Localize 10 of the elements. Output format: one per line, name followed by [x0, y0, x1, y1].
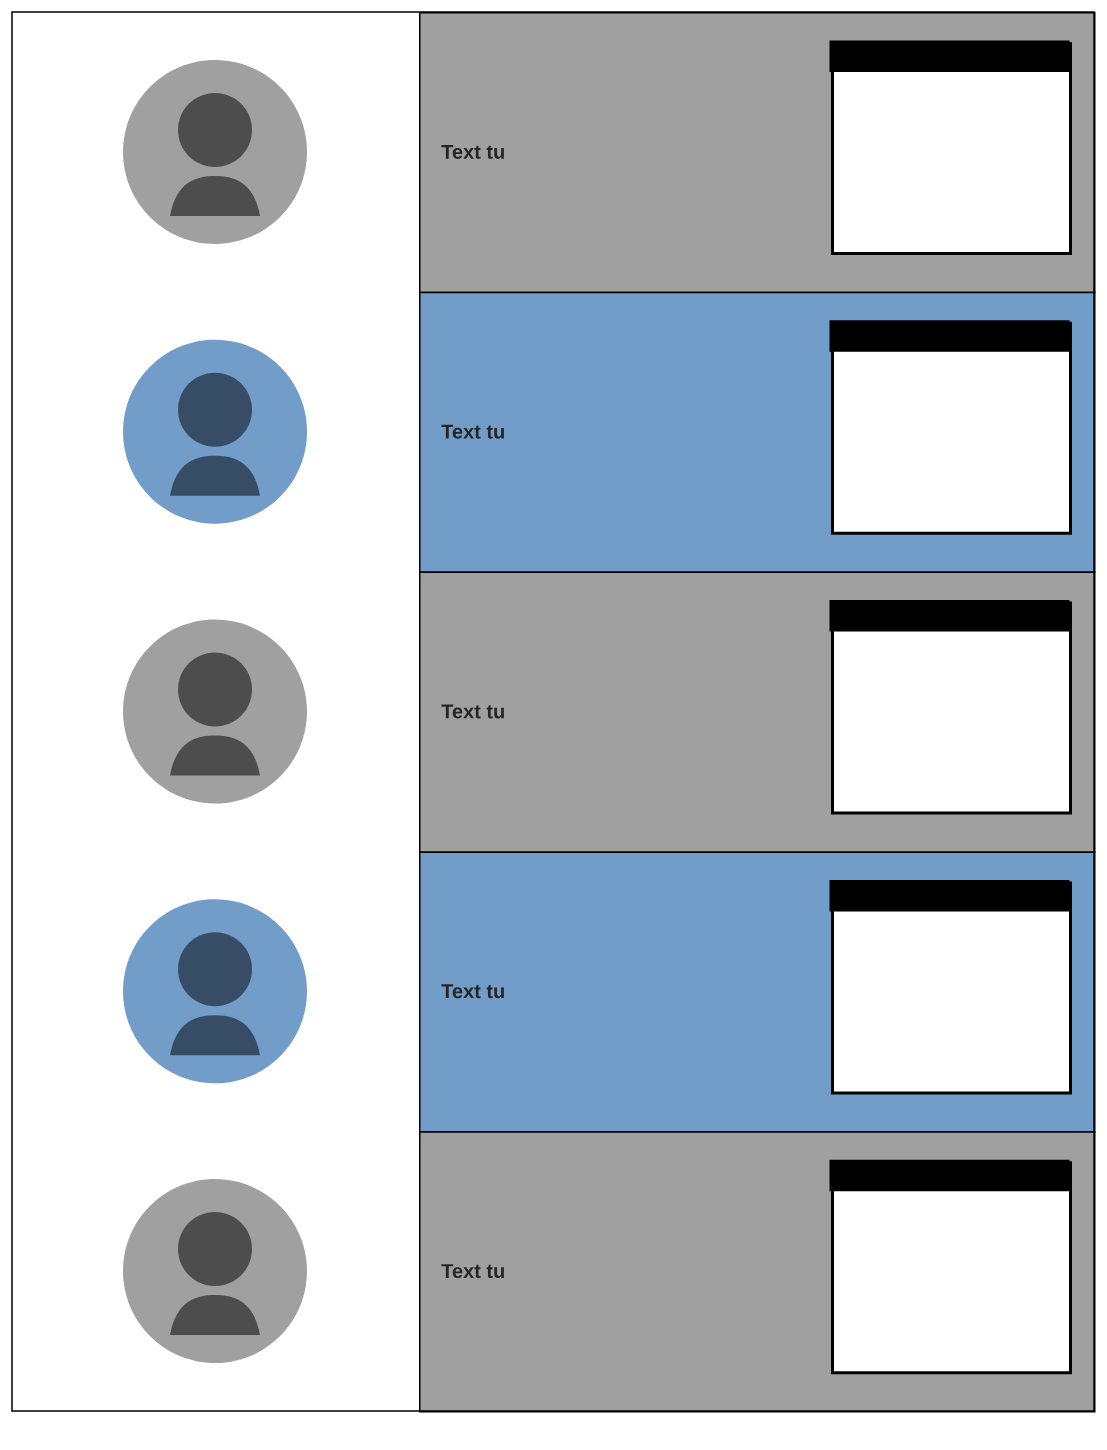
avatar-icon: [123, 339, 307, 524]
picture-frame: [829, 320, 1072, 535]
picture-frame: [829, 600, 1072, 815]
picture-frame: [829, 1159, 1072, 1375]
avatar-icon: [123, 1179, 307, 1364]
picture-frame: [829, 879, 1072, 1095]
avatar-icon: [123, 619, 307, 804]
avatar-icon: [123, 59, 307, 244]
picture-frame: [829, 40, 1072, 255]
avatar-icon: [123, 899, 307, 1084]
